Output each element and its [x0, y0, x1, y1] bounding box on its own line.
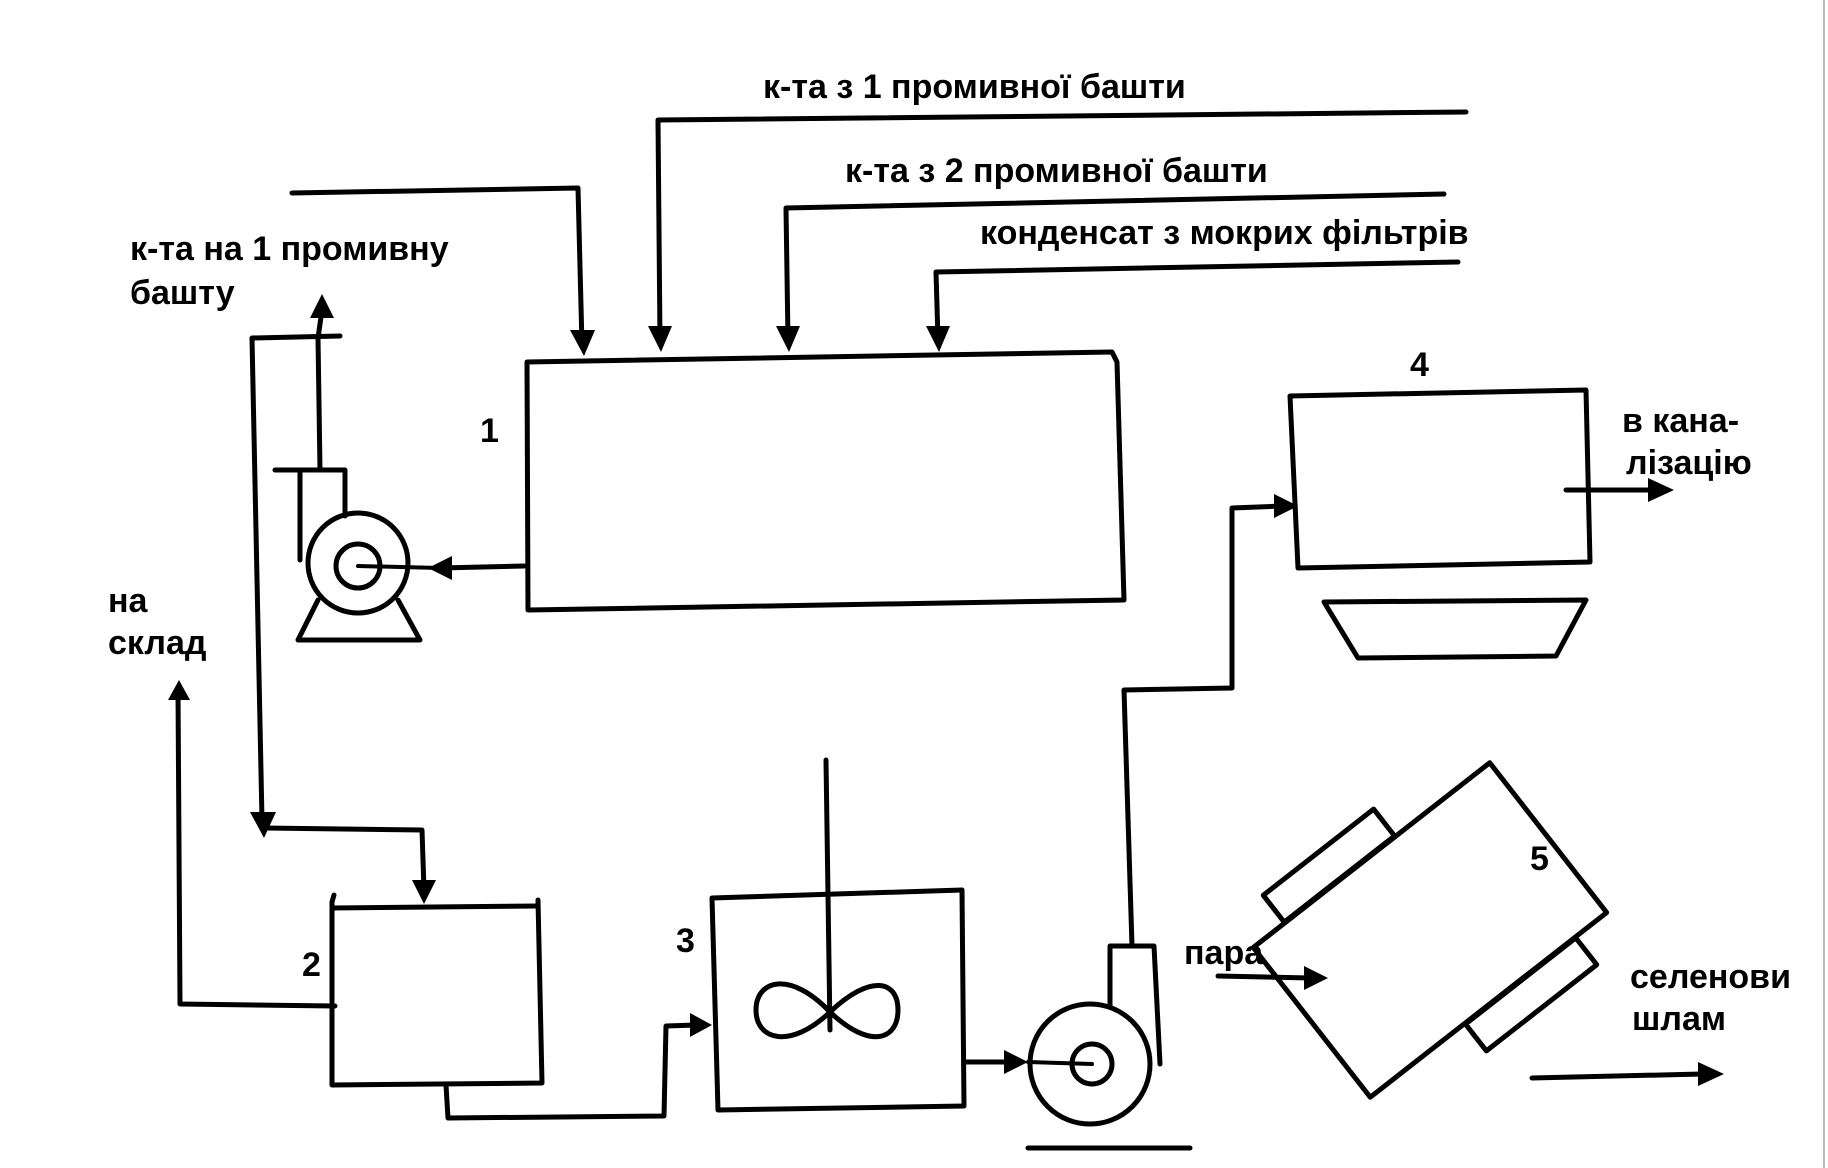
- line-to-tank2-top: [261, 825, 427, 893]
- reactor-3: [709, 887, 967, 1113]
- pump-2: [1025, 943, 1193, 1151]
- arrow-down-to-tank2: [250, 812, 276, 838]
- label-to-storage-line2: склад: [108, 624, 206, 662]
- number-3: 3: [676, 922, 695, 960]
- label-acid-from-tower-1: к-та з 1 промивної башти: [763, 68, 1186, 106]
- agitator-shaft: [823, 757, 833, 1033]
- arrow-to-tower1: [310, 294, 334, 318]
- label-to-sewer-line1: в кана-: [1622, 402, 1739, 440]
- feed-arrow-tower2: [776, 326, 800, 352]
- label-to-sewer-line2: лізацію: [1626, 444, 1752, 482]
- feed-arrow-left: [570, 330, 595, 356]
- number-5: 5: [1530, 840, 1549, 878]
- label-to-storage-line1: на: [108, 582, 149, 620]
- agitator-blade: [753, 981, 901, 1040]
- arrow-to-sewer: [1648, 478, 1674, 502]
- arrow-steam: [1304, 966, 1328, 990]
- feed-line-condensate: [933, 259, 1461, 343]
- line-steam: [1215, 973, 1313, 981]
- pump-1: [272, 467, 423, 643]
- tank-2-top: [329, 903, 541, 911]
- arrow-into-tank2: [412, 880, 436, 904]
- arrow-into-reactor3: [690, 1013, 712, 1037]
- line-pump-down: [249, 333, 343, 823]
- tank-1: [524, 349, 1127, 613]
- number-2: 2: [302, 946, 321, 984]
- label-acid-to-tower-1-line2: башту: [130, 274, 235, 312]
- feed-line-tower2: [783, 191, 1447, 343]
- tank-2: [329, 897, 545, 1088]
- label-steam: пара: [1184, 934, 1264, 972]
- line-to-storage: [175, 687, 338, 1009]
- number-1: 1: [480, 412, 499, 450]
- feed-arrow-tower1: [648, 326, 672, 352]
- tank-2-top-left: [329, 892, 337, 905]
- arrow-to-storage: [168, 680, 190, 700]
- number-4: 4: [1410, 346, 1429, 384]
- feed-arrow-condensate: [926, 326, 950, 352]
- filter-4: [1287, 387, 1593, 571]
- dryer-5: [1250, 760, 1610, 1100]
- label-acid-from-tower-2: к-та з 2 промивної башти: [845, 152, 1268, 190]
- filter-4-tray: [1321, 597, 1589, 661]
- arrow-into-filter4: [1274, 494, 1298, 518]
- label-selenium-sludge-line1: селенови: [1630, 958, 1791, 996]
- pump-impeller-line: [356, 564, 442, 570]
- line-pump2-to-filter4: [1121, 503, 1285, 949]
- label-condensate-from-wet-filters: конденсат з мокрих фільтрів: [980, 214, 1469, 252]
- label-selenium-sludge-line2: шлам: [1632, 1000, 1726, 1038]
- arrow-to-pump2: [1004, 1050, 1028, 1074]
- line-tank2-to-reactor3: [443, 1022, 699, 1121]
- feed-line-left: [289, 185, 585, 348]
- feed-line-tower1: [655, 109, 1469, 343]
- label-acid-to-tower-1-line1: к-та на 1 промивну: [130, 230, 449, 268]
- line-tank1-to-pump: [437, 563, 527, 571]
- arrow-selenium-out: [1698, 1062, 1724, 1086]
- line-selenium-out: [1529, 1071, 1705, 1081]
